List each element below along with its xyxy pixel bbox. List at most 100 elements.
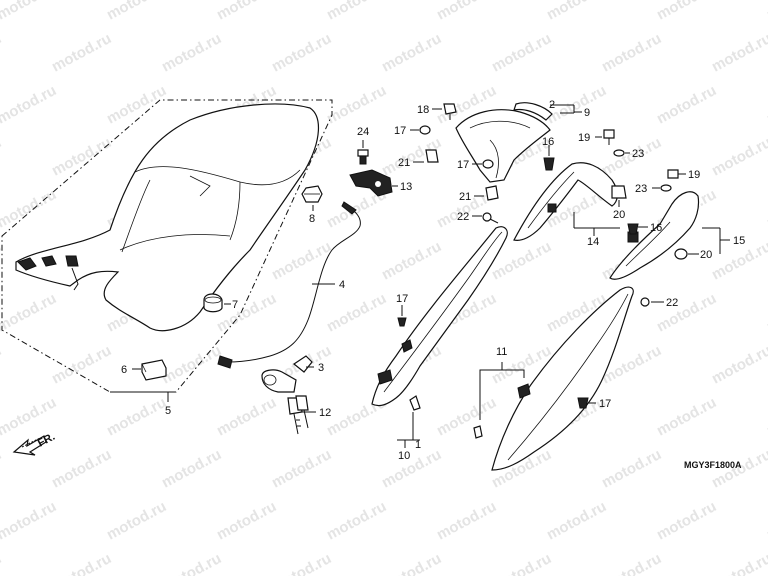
watermark-text: motod.ru [49,342,114,388]
part-3-clip [292,355,313,373]
callout-2: 2 [549,99,555,111]
watermark-text: motod.ru [214,290,279,336]
part-23-washer-b [660,184,672,192]
watermark-text: motod.ru [489,550,554,576]
callout-8: 8 [309,213,315,225]
watermark-text: motod.ru [434,498,499,544]
part-20-grommet-b [674,248,688,260]
watermark-text: motod.ru [159,446,224,492]
watermark-text: motod.ru [0,290,59,336]
callout-12: 12 [319,407,331,419]
part-23-washer-a [613,149,625,157]
watermark-text: motod.ru [269,550,334,576]
callout-24: 24 [357,126,369,138]
watermark-text: motod.ru [709,342,768,388]
part-6-stopper [141,359,167,381]
part-21-clip-b [485,185,499,201]
callout-22-b: 22 [666,297,678,309]
callout-23-b: 23 [635,183,647,195]
part-19-bolt-b [667,169,679,179]
callout-14: 14 [587,236,599,248]
watermark-text: motod.ru [104,394,169,440]
callout-4: 4 [339,279,345,291]
watermark-text: motod.ru [764,290,768,336]
callout-17-a: 17 [394,125,406,137]
callout-16-b: 16 [650,222,662,234]
callout-17-b: 17 [457,159,469,171]
watermark-text: motod.ru [49,134,114,180]
watermark-text: motod.ru [269,30,334,76]
callout-17-c: 17 [396,293,408,305]
part-2-emblem [513,102,553,121]
callout-13: 13 [400,181,412,193]
callout-21-a: 21 [398,157,410,169]
callout-22-a: 22 [457,211,469,223]
part-13-seat-lock [349,169,393,197]
part-16-collar-b [627,223,639,235]
part-11-emblem [473,425,483,439]
part-14-rear-cowl-side [513,162,618,241]
watermark-text: motod.ru [104,0,169,24]
callout-1: 1 [415,439,421,451]
part-18-bolt [443,103,457,120]
watermark-text: motod.ru [214,0,279,24]
callout-20-a: 20 [613,209,625,221]
front-direction-arrow [12,435,47,456]
watermark-text: motod.ru [489,30,554,76]
part-17-grommet-a [419,125,431,135]
watermark-text: motod.ru [0,82,59,128]
watermark-text: motod.ru [379,550,444,576]
watermark-text: motod.ru [0,342,4,388]
part-22-bolt-b [640,297,650,307]
watermark-text: motod.ru [544,0,609,24]
watermark-text: motod.ru [0,498,59,544]
watermark-text: motod.ru [324,0,389,24]
watermark-text: motod.ru [324,498,389,544]
watermark-text: motod.ru [764,186,768,232]
callout-3: 3 [318,362,324,374]
watermark-text: motod.ru [49,550,114,576]
front-label: FR. [36,431,57,450]
watermark-text: motod.ru [214,394,279,440]
seat-group-frame [1,99,333,393]
callouts: 1 2 3 4 5 6 7 8 9 10 11 12 13 14 15 16 1… [121,99,745,462]
part-11-side-panel [491,286,634,471]
callout-7: 7 [232,299,238,311]
watermark-text: motod.ru [269,446,334,492]
part-10-side-panel [371,226,508,407]
part-17-grommet-b [482,159,494,169]
watermark-text: motod.ru [599,550,664,576]
watermark-text: motod.ru [324,82,389,128]
callout-16-a: 16 [542,136,554,148]
watermark-text: motod.ru [104,498,169,544]
watermark-text: motod.ru [654,290,719,336]
part-17-grommet-d [577,397,589,409]
watermark-text: motod.ru [379,238,444,284]
callout-11: 11 [496,346,507,358]
watermark-text: motod.ru [324,290,389,336]
part-22-bolt-a [482,212,499,224]
callout-21-b: 21 [459,191,471,203]
watermark-text: motod.ru [0,446,4,492]
watermark-text: motod.ru [49,446,114,492]
callout-15: 15 [733,235,745,247]
part-16-collar-a [543,157,555,171]
callout-17-d: 17 [599,398,611,410]
part-1-emblem [409,395,421,411]
callout-19-a: 19 [578,132,590,144]
watermark-text: motod.ru [434,394,499,440]
watermark-text: motod.ru [379,30,444,76]
part-21-clip-a [425,149,439,163]
watermark-text: motod.ru [709,134,768,180]
watermark-text: motod.ru [764,394,768,440]
watermark-text: motod.ru [599,30,664,76]
watermark-text: motod.ru [269,238,334,284]
callout-6: 6 [121,364,127,376]
watermark-text: motod.ru [0,30,4,76]
part-19-bolt-a [603,129,615,145]
watermark-text: motod.ru [434,0,499,24]
watermark-text: motod.ru [599,446,664,492]
callout-5: 5 [165,405,171,417]
